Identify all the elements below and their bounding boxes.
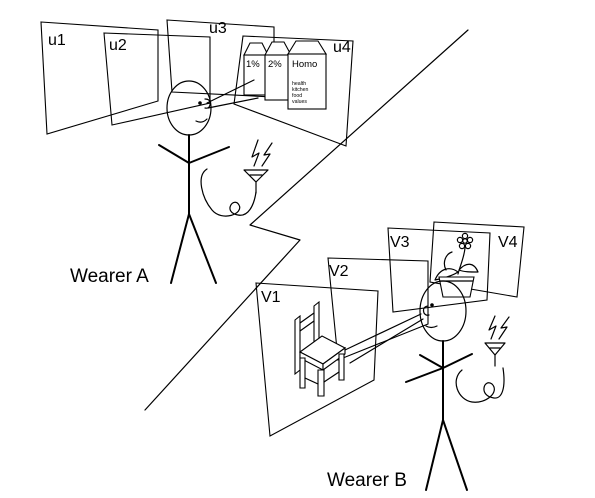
view-label-u4: u4	[333, 39, 351, 56]
view-label-u2: u2	[109, 37, 127, 54]
view-label-v3: V3	[390, 234, 410, 251]
carton-fine-print-2: kitchen	[292, 87, 309, 93]
view-pane-u1	[40, 21, 159, 135]
chair-icon	[294, 300, 347, 397]
wearer-b-label: Wearer B	[327, 470, 407, 491]
view-pane-v1	[255, 282, 379, 437]
view-label-u1: u1	[48, 32, 66, 49]
view-label-v1: V1	[261, 289, 281, 306]
carton-fine-print-3: food	[292, 93, 302, 99]
view-pane-v3	[387, 227, 491, 313]
stick-figure-b	[344, 280, 505, 491]
carton-label-3: Homo	[292, 59, 317, 70]
divider-line	[144, 29, 469, 411]
antenna-icon	[243, 169, 269, 194]
view-pane-u4	[233, 35, 354, 147]
view-label-v4: V4	[498, 234, 518, 251]
milk-carton-icon	[243, 40, 327, 110]
antenna-icon	[484, 342, 506, 367]
wearer-a-group: 1% 2% Homo health kitchen food values u1…	[40, 19, 354, 287]
view-pane-v2	[327, 257, 429, 361]
wearer-b-group: V1 V2 V3 V4	[255, 221, 525, 491]
wearer-a-label: Wearer A	[70, 266, 149, 287]
lightning-bolt-icon	[251, 139, 273, 167]
stick-figure-a	[158, 79, 259, 284]
carton-fine-print-4: values	[292, 99, 307, 105]
view-label-u3: u3	[209, 20, 227, 37]
wearer-b-view-panes	[255, 221, 525, 437]
view-label-v2: V2	[329, 263, 349, 280]
carton-fine-print-1: health	[292, 81, 306, 87]
carton-label-2: 2%	[268, 59, 282, 70]
carton-label-1: 1%	[246, 59, 260, 70]
lightning-bolt-icon	[488, 315, 510, 340]
view-pane-v4	[429, 221, 525, 298]
